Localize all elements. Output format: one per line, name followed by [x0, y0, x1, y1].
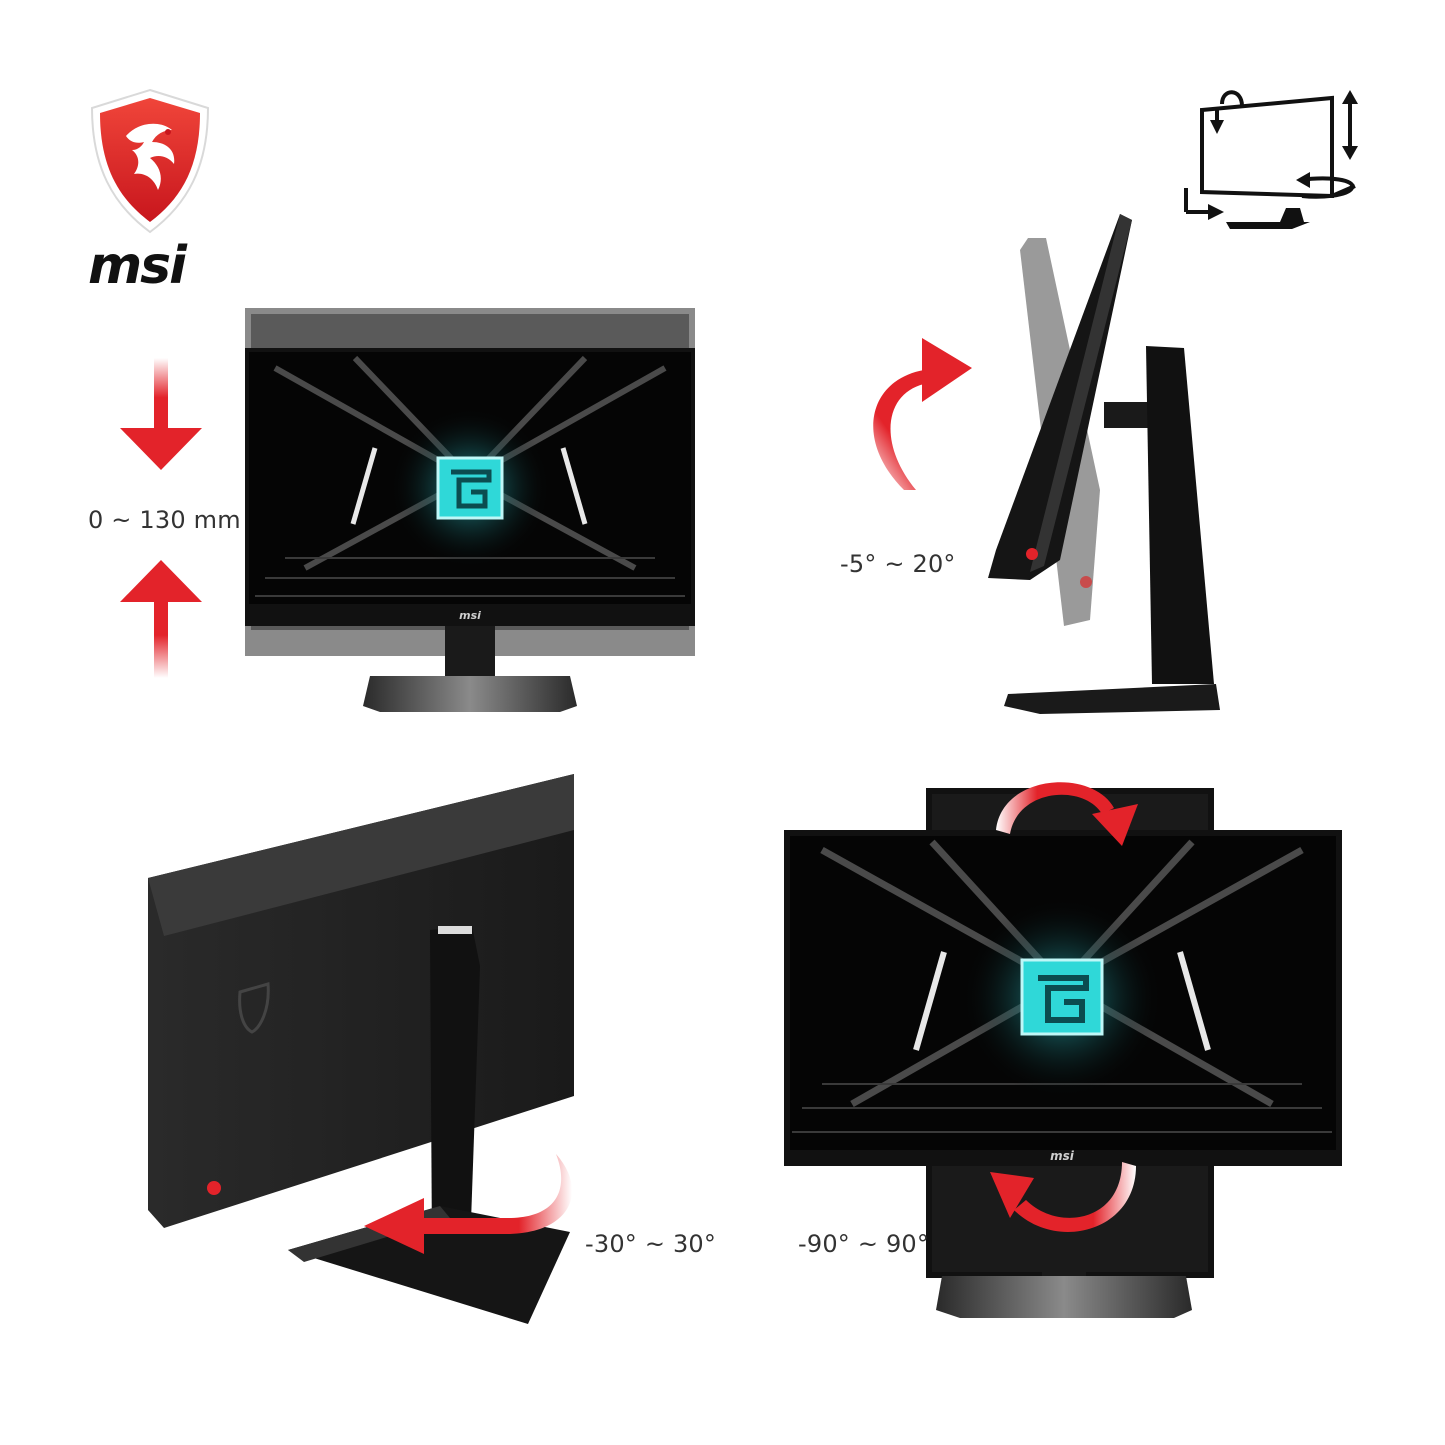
pivot-arrow-top-icon — [996, 782, 1138, 846]
screen-logo: msi — [459, 609, 481, 622]
swivel-range-label: -30° ~ 30° — [585, 1230, 717, 1258]
msi-logo: msi — [86, 86, 214, 296]
rear-msi-shield-icon — [238, 982, 270, 1034]
monitor-front-pivot: msi — [784, 788, 1342, 1318]
pivot-range-label: -90° ~ 90° — [798, 1230, 930, 1258]
swivel-arrow-icon — [364, 1154, 573, 1254]
height-panel: 0 ~ 130 mm m — [80, 300, 720, 730]
pivot-panel: msi -90° ~ 90° — [780, 770, 1350, 1350]
msi-wordmark: msi — [88, 236, 187, 296]
rear-power-led — [207, 1181, 221, 1195]
tilt-arrow-icon — [873, 338, 972, 490]
tilt-panel: -5° ~ 20° — [830, 200, 1240, 730]
height-adjust-arrows-icon — [120, 358, 202, 678]
msi-shield-icon — [90, 88, 210, 234]
screen-logo-2: msi — [1050, 1149, 1075, 1163]
ergonomic-adjust-icon — [1180, 84, 1365, 234]
tilt-range-label: -5° ~ 20° — [840, 550, 956, 578]
swivel-panel: -30° ~ 30° — [140, 770, 720, 1330]
monitor-front-height: msi — [245, 308, 695, 712]
monitor-side-tilt — [988, 214, 1220, 714]
pivot-arrows-icon — [990, 1162, 1136, 1233]
height-range-label: 0 ~ 130 mm — [88, 506, 241, 534]
monitor-rear-swivel — [148, 774, 574, 1324]
